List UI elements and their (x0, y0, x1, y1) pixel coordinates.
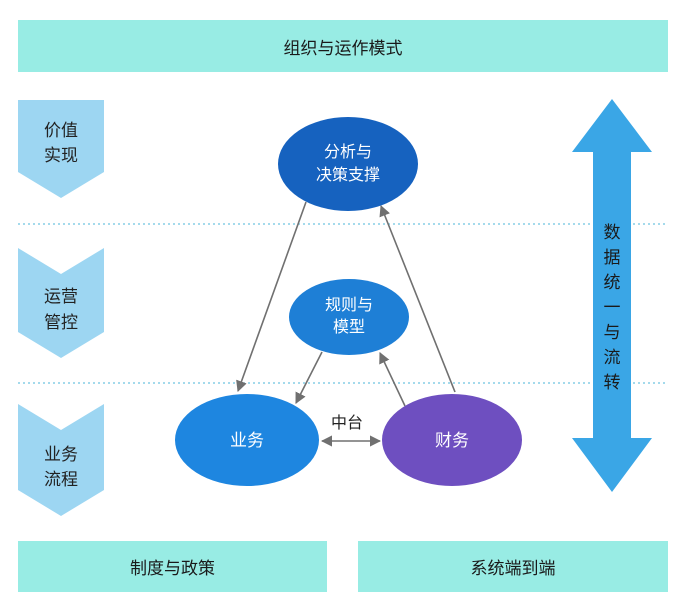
system-label: 系统端到端 (470, 559, 556, 579)
policy-label: 制度与政策 (130, 559, 215, 579)
chevron-shape (18, 404, 104, 516)
system-band: 系统端到端 (358, 541, 668, 592)
node-label-line1: 规则与 (325, 295, 373, 314)
node-business: 业务 (175, 394, 319, 486)
node-analysis-decision: 分析与 决策支撑 (278, 117, 418, 211)
layer-label-line2: 管控 (44, 313, 78, 333)
node-label: 业务 (230, 431, 264, 451)
arrow-char: 转 (604, 373, 621, 393)
layer-business-process: 业务 流程 (18, 404, 104, 516)
double-arrow-shape (572, 99, 652, 492)
node-shape (289, 279, 409, 355)
arrow-char: 流 (604, 348, 621, 368)
layer-operation-control: 运营 管控 (18, 248, 104, 358)
node-shape (175, 394, 319, 486)
org-operation-band: 组织与运作模式 (18, 20, 668, 72)
layer-label-line1: 运营 (44, 287, 78, 307)
arrow-char: 一 (604, 298, 621, 318)
layer-label-line1: 价值 (44, 121, 78, 141)
layer-label-line2: 实现 (44, 146, 78, 166)
arrow-char: 数 (604, 223, 621, 243)
layer-label-line2: 流程 (44, 470, 78, 490)
arrow-finance-to-analysis (379, 204, 456, 393)
chevron-shape (18, 100, 104, 198)
data-unification-arrow: 数 据 统 一 与 流 转 (572, 99, 652, 492)
arrow-char: 与 (604, 323, 621, 343)
arrow-char: 据 (604, 248, 621, 268)
arrow-finance-to-rules (379, 351, 406, 407)
layer-value-realization: 价值 实现 (18, 100, 104, 198)
arrow-rules-to-business (295, 351, 323, 404)
org-operation-label: 组织与运作模式 (283, 38, 403, 59)
node-rules-model: 规则与 模型 (289, 279, 409, 355)
node-shape (382, 394, 522, 486)
node-label: 财务 (435, 431, 469, 451)
node-label-line2: 决策支撑 (316, 165, 380, 184)
layer-label-line1: 业务 (44, 445, 78, 465)
node-label-line2: 模型 (333, 317, 365, 336)
policy-band: 制度与政策 (18, 541, 327, 592)
node-finance: 财务 (382, 394, 522, 486)
node-shape (278, 117, 418, 211)
arrow-analysis-to-business (236, 201, 307, 393)
middle-platform-label: 中台 (331, 413, 363, 432)
node-label-line1: 分析与 (324, 142, 372, 161)
arrow-char: 统 (604, 273, 621, 293)
chevron-shape (18, 248, 104, 358)
